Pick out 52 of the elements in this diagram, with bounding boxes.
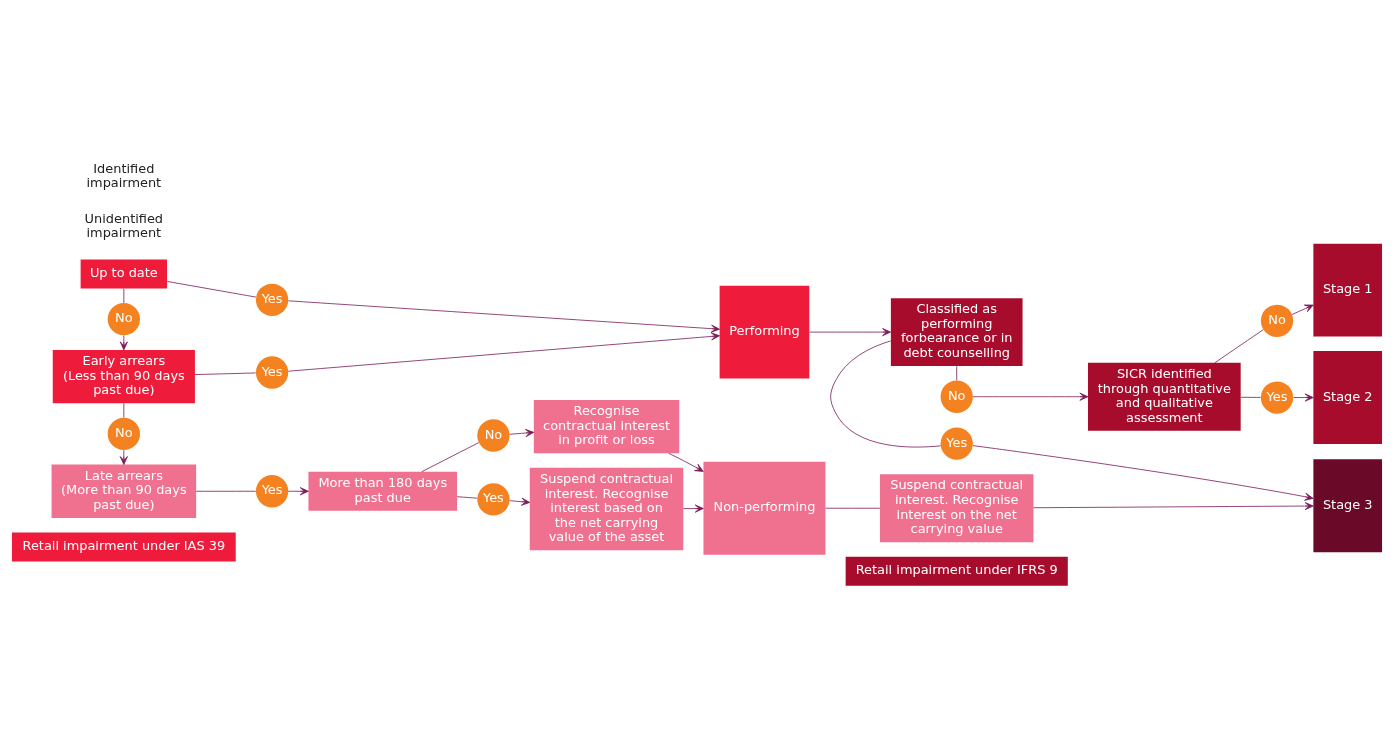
- node-box: More than 180 days past due: [308, 471, 458, 511]
- node-circle: Yes: [1260, 381, 1294, 414]
- node-circle: No: [1260, 304, 1294, 337]
- node-circle: No: [940, 380, 973, 413]
- node-box: Up to date: [80, 259, 168, 289]
- node-circle: No: [477, 419, 510, 452]
- node-box: SICR identified through quantitative and qualitative assessment: [1088, 362, 1241, 431]
- node-circle: Yes: [255, 283, 289, 316]
- node-circle: No: [107, 417, 140, 451]
- node-circle: No: [107, 303, 140, 336]
- node-circle: Yes: [477, 483, 510, 516]
- arrow: [1291, 304, 1314, 315]
- arrow: [509, 497, 531, 506]
- label: Unidentified impairment: [84, 210, 164, 241]
- arrow: [972, 445, 1314, 501]
- node-box: Retail impairment under IAS 39: [11, 532, 236, 562]
- connector: [1240, 396, 1262, 398]
- arrow: [287, 300, 720, 333]
- node-box: Suspend contractual interest. Recognise interest based on the net carrying value of the asset: [529, 467, 684, 551]
- arrow: [287, 332, 720, 372]
- node-box: Classified as performing forbearance or in debt counselling: [890, 298, 1023, 367]
- connector: [421, 442, 480, 473]
- connector: [830, 340, 942, 448]
- connector: [167, 281, 257, 298]
- node-box: Recognise contractual interest in profit or loss: [533, 399, 680, 454]
- arrow: [119, 335, 128, 351]
- arrow: [509, 428, 535, 438]
- arrow: [668, 452, 704, 472]
- node-box: Stage 2: [1313, 351, 1383, 444]
- arrow: [972, 392, 1089, 401]
- node-box: Performing: [719, 285, 810, 379]
- connector: [1214, 329, 1264, 364]
- arrow: [119, 449, 128, 465]
- node-box: Suspend contractual interest. Recognise interest on the net carrying value: [879, 474, 1034, 543]
- node-circle: Yes: [940, 427, 973, 460]
- node-box: Non-performing: [703, 461, 826, 555]
- connector: [956, 365, 958, 381]
- node-circle: Yes: [255, 356, 289, 389]
- node-box: Stage 1: [1313, 243, 1383, 337]
- arrow: [1033, 502, 1314, 511]
- node-box: Early arrears (Less than 90 days past due): [52, 349, 195, 404]
- node-box: Late arrears (More than 90 days past due): [51, 464, 197, 518]
- node-box: Retail impairment under IFRS 9: [845, 556, 1068, 586]
- connector: [456, 496, 478, 499]
- node-circle: Yes: [255, 475, 289, 508]
- arrow: [809, 328, 891, 337]
- node-box: Stage 3: [1313, 459, 1383, 553]
- arrow: [287, 487, 309, 496]
- label: Identified impairment: [86, 160, 162, 191]
- arrow: [1293, 393, 1314, 402]
- connector: [194, 372, 257, 375]
- arrow: [683, 504, 704, 513]
